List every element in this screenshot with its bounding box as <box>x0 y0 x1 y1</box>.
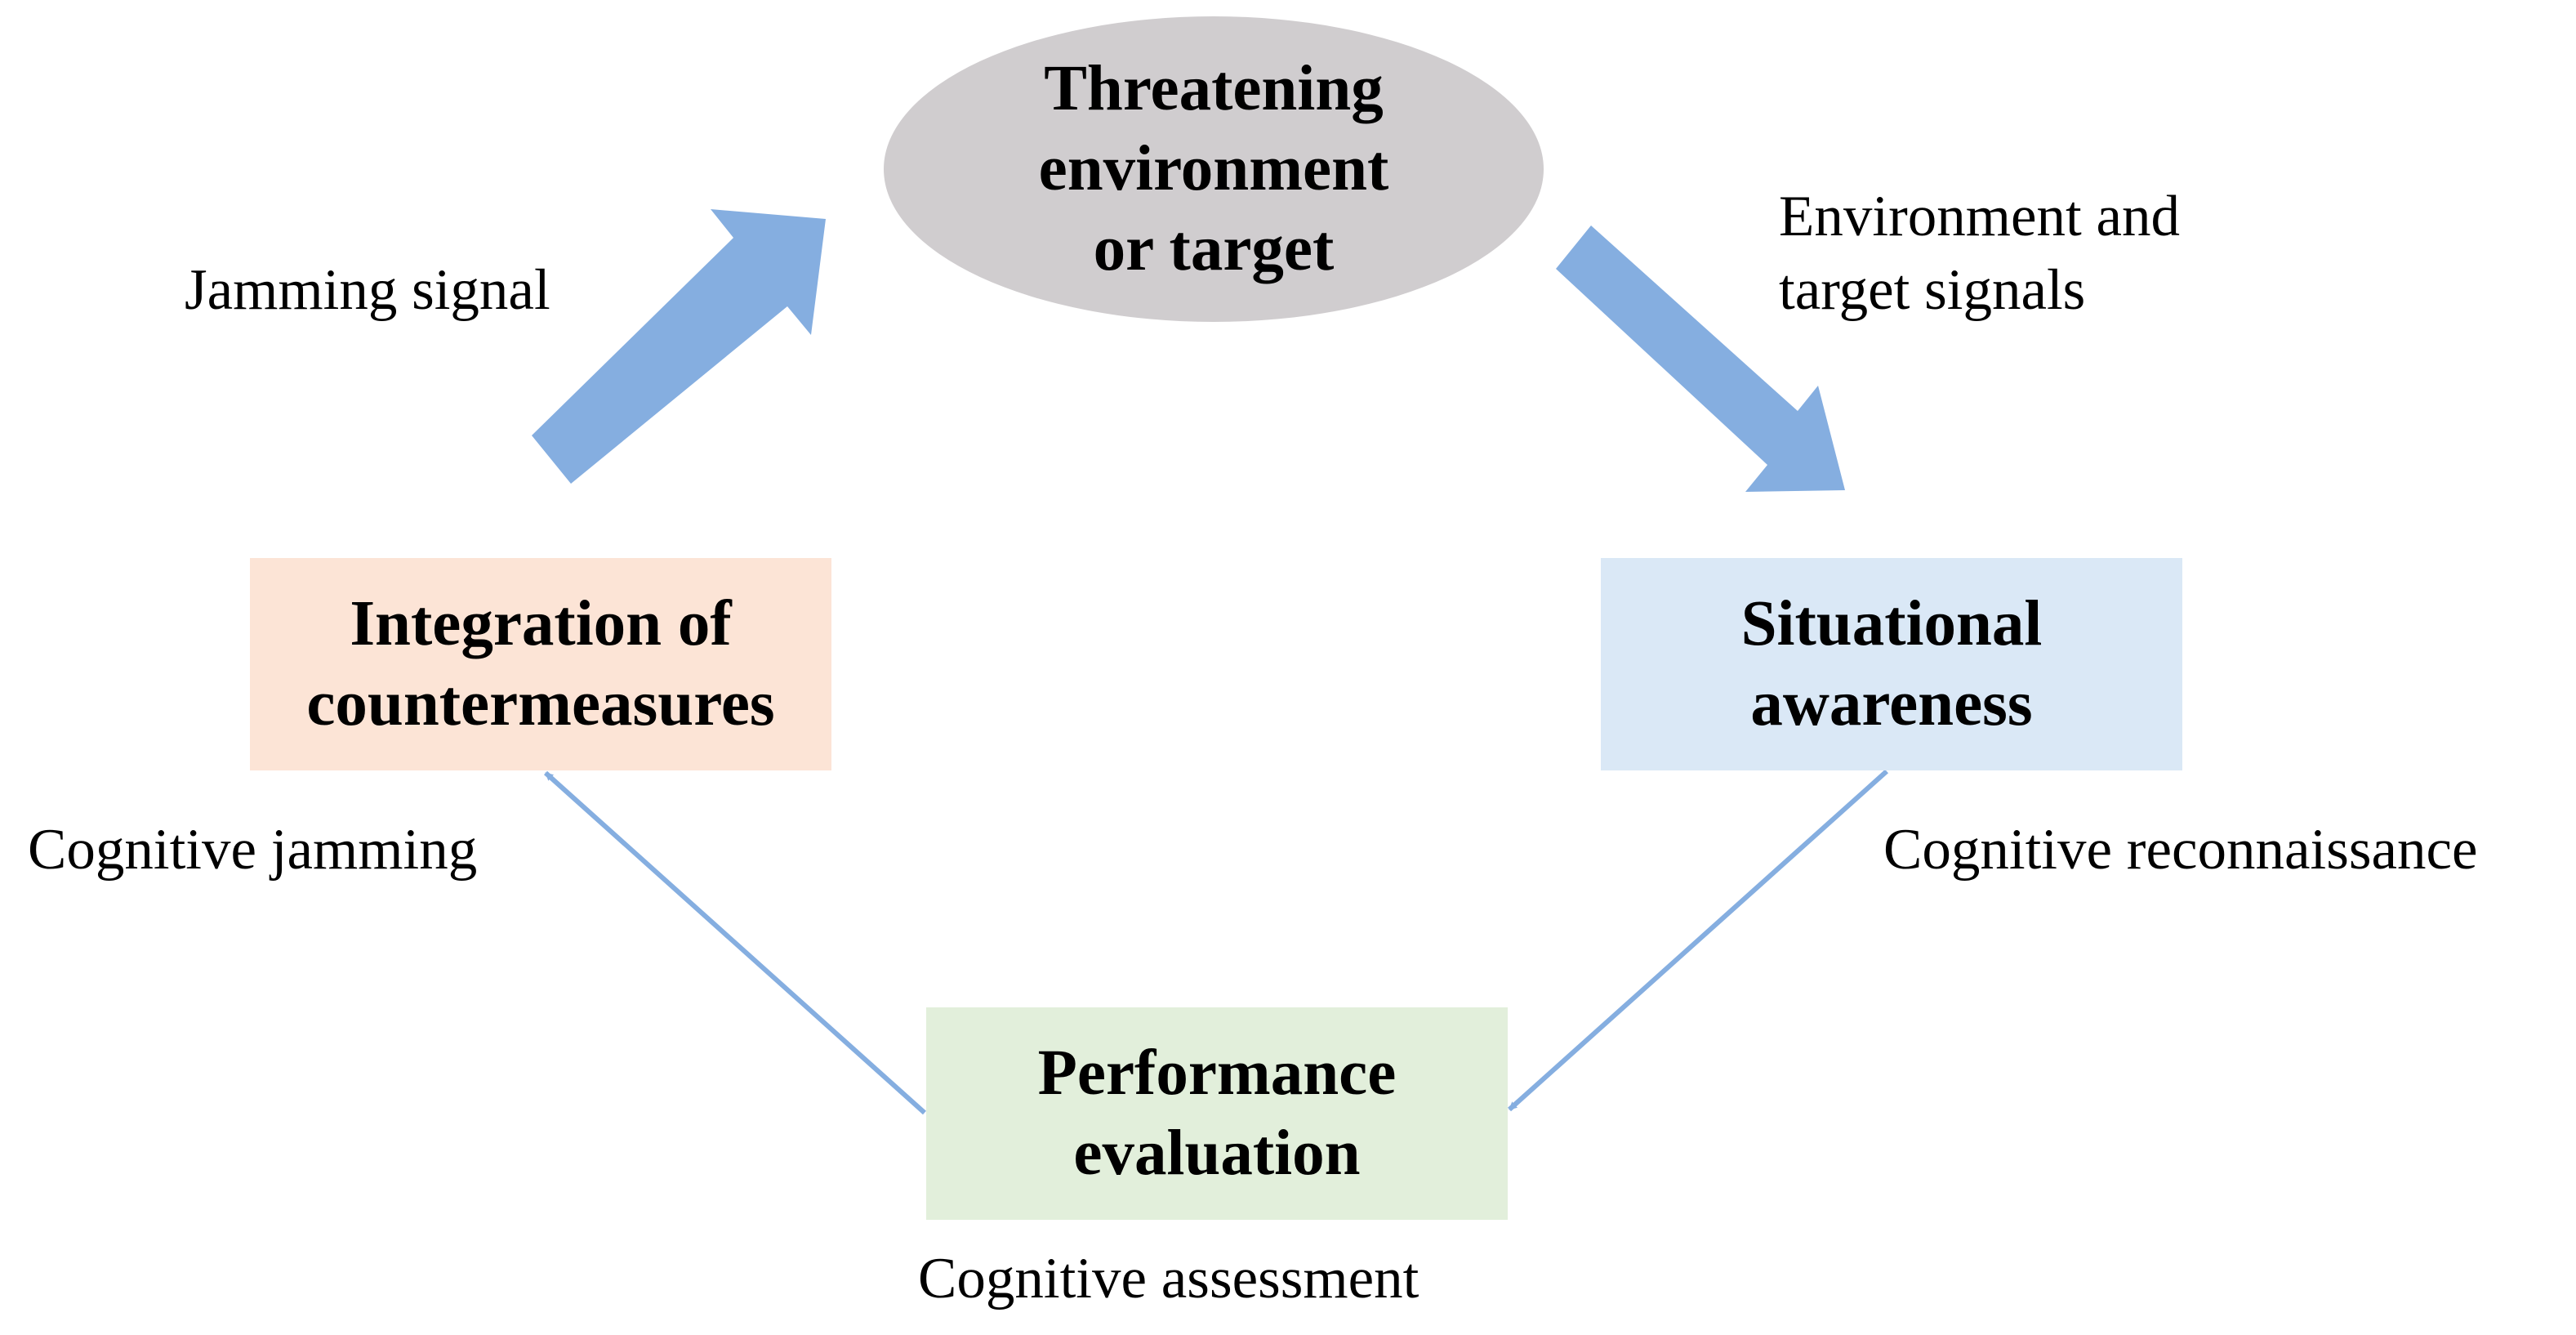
situational-line-2: awareness <box>1750 668 2033 739</box>
env-target-signals-label: Environment and target signals <box>1779 180 2180 327</box>
jamming-signal-label: Jamming signal <box>185 258 550 322</box>
cognitive-assessment-label: Cognitive assessment <box>918 1247 1419 1310</box>
cognitive-jamming-label: Cognitive jamming <box>28 818 478 882</box>
cognitive-jamming-arrow <box>543 770 927 1115</box>
threat-line-2: environment <box>1038 133 1389 204</box>
cognitive-reconnaissance-arrow <box>1507 769 1889 1112</box>
performance-line-2: evaluation <box>1073 1118 1361 1189</box>
integration-of-countermeasures-node: Integration of countermeasures <box>250 558 831 770</box>
performance-line-1: Performance <box>1037 1038 1397 1109</box>
threat-line-3: or target <box>1093 213 1335 284</box>
performance-evaluation-node: Performance evaluation <box>926 1007 1508 1220</box>
threatening-environment-node: Threatening environment or target <box>884 16 1544 322</box>
integration-line-2: countermeasures <box>306 668 775 739</box>
env-target-signals-arrow <box>1556 225 1845 492</box>
situational-awareness-node: Situational awareness <box>1601 558 2182 770</box>
integration-line-1: Integration of <box>350 588 732 659</box>
situational-line-1: Situational <box>1740 588 2043 659</box>
env-target-signals-line-2: target signals <box>1779 258 2086 322</box>
env-target-signals-line-1: Environment and <box>1779 185 2180 248</box>
threat-line-1: Threatening <box>1044 53 1384 124</box>
cognitive-reconnaissance-label: Cognitive reconnaissance <box>1883 818 2478 882</box>
jamming-signal-arrow <box>532 209 826 484</box>
